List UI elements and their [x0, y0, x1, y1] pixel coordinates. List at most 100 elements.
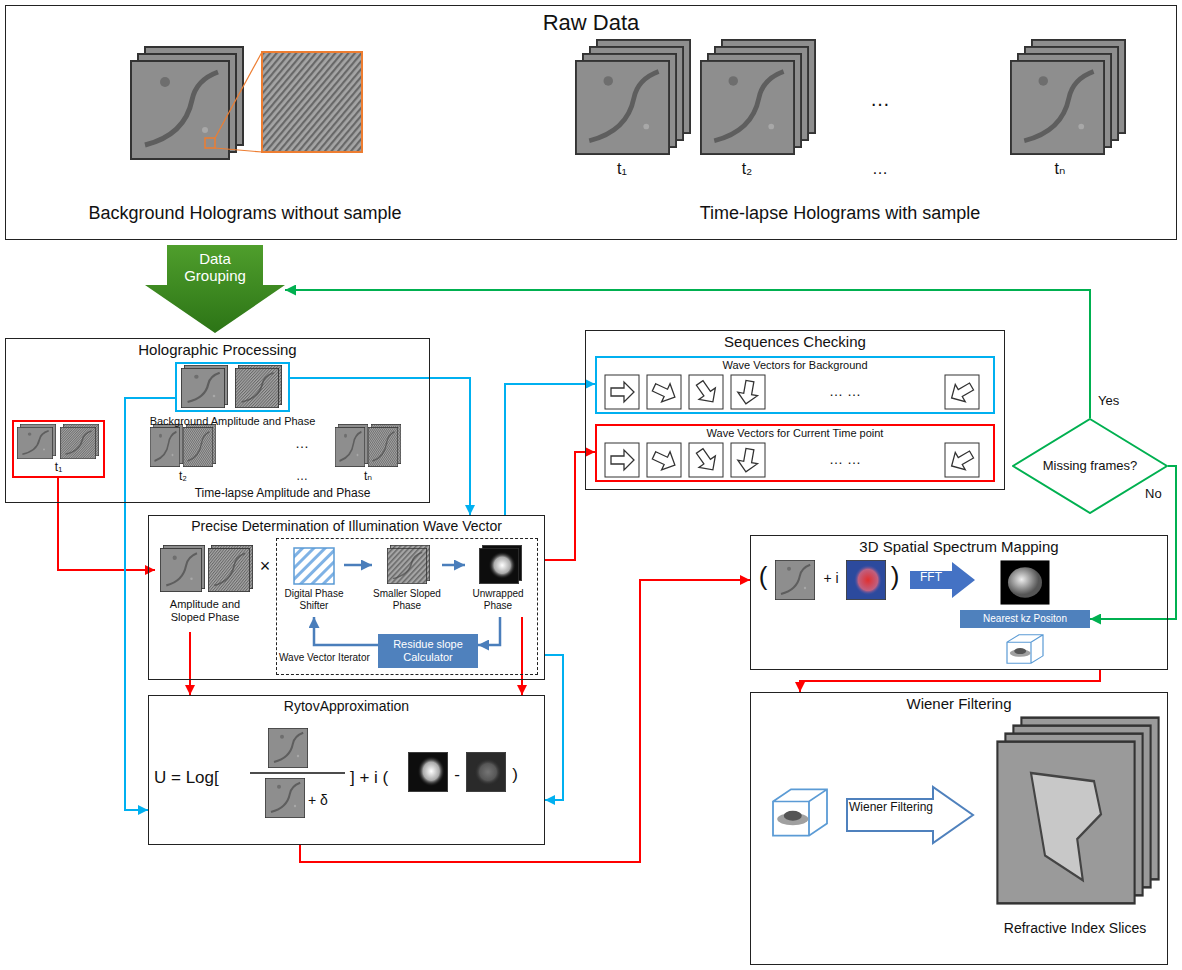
graphic-part — [408, 752, 447, 791]
node-text: Residue slope Calculator — [378, 638, 478, 663]
node-text: Background Amplitude and Phase — [130, 415, 335, 428]
graphic-part — [731, 443, 765, 477]
node-text: Precise Determination of Illumination Wa… — [150, 518, 543, 534]
node-text: Wiener Filtering — [847, 801, 935, 815]
graphic-part — [647, 375, 681, 409]
graphic-part — [215, 52, 262, 138]
label-text: tₙ — [348, 470, 388, 484]
graphic-part — [736, 447, 760, 473]
graphic-part — [262, 52, 362, 152]
graphic-part — [205, 138, 215, 148]
node-text: t₁ — [14, 461, 103, 475]
graphic-part — [611, 382, 634, 402]
graphic-part — [294, 548, 334, 584]
label-text: + i — [816, 570, 846, 586]
node-text: Digital Phase Shifter — [280, 588, 348, 611]
shape-outline — [845, 785, 975, 845]
connector — [442, 564, 465, 567]
node-text: FFT — [910, 571, 952, 585]
node-text: Wave Vector Iterator — [279, 652, 377, 664]
dashed-group: Wave Vector Iterator Digital Phase Shifte… — [276, 538, 538, 675]
graphic-part — [150, 427, 179, 466]
label-text: … — [282, 435, 322, 451]
graphic-part — [183, 427, 212, 466]
connector — [300, 580, 750, 862]
graphic-part — [731, 443, 765, 477]
edge-label: No — [1144, 487, 1170, 502]
node-text: Wave Vectors for Current Time point — [597, 427, 993, 440]
node-text: Time-lapse Holograms with sample — [645, 203, 1035, 224]
label-text: - — [450, 765, 464, 785]
graphic-part — [576, 61, 669, 154]
node-text: Sequences Checking — [585, 333, 1005, 350]
connector — [800, 670, 1100, 692]
graphic-part — [605, 443, 639, 477]
graphic-part — [846, 560, 885, 599]
label-text: … — [860, 88, 900, 111]
graphic-part — [235, 368, 278, 407]
graphic-part — [60, 427, 95, 458]
graphic-part — [650, 378, 679, 406]
graphic-part — [997, 742, 1134, 904]
node-text: Background Holograms without sample — [50, 203, 440, 224]
process-box: Residue slope Calculator — [378, 634, 478, 668]
graphic-part — [947, 446, 977, 475]
label-text: × — [256, 556, 274, 577]
graphic-part — [689, 443, 723, 477]
panel: 3D Spatial Spectrum MappingFFT Nearest kz… — [750, 535, 1168, 670]
graphic-part — [605, 375, 639, 409]
connector — [505, 384, 595, 515]
graphic-part — [605, 443, 639, 477]
graphic-part — [945, 375, 979, 409]
label-text: t₂ — [163, 470, 203, 484]
node-text: Refractive Index Slices — [985, 920, 1165, 936]
panel: Raw DataBackground Holograms without sam… — [5, 5, 1177, 240]
graphic-part — [605, 375, 639, 409]
graphic-part — [387, 548, 426, 583]
graphic-part — [466, 752, 505, 791]
label-text: t₁ — [602, 160, 642, 178]
image-group: Background Amplitude and Phase — [175, 362, 290, 412]
node-text: Smaller Sloped Phase — [366, 588, 448, 611]
graphic-part — [611, 450, 634, 470]
node-text: Amplitude and Sloped Phase — [152, 598, 258, 623]
label-text: ) — [508, 765, 522, 785]
block-arrow: Data Grouping — [145, 245, 285, 333]
graphic-part — [689, 443, 723, 477]
label-text: ) — [887, 562, 903, 592]
connector — [314, 617, 378, 645]
node-text: Nearest kz Positon — [980, 613, 1070, 625]
label-text: … … — [780, 383, 910, 399]
node-text: Wave Vectors for Background — [597, 359, 993, 372]
node-text: Unwrapped Phase — [460, 588, 536, 611]
label-text: … … — [780, 451, 910, 467]
graphic-part — [479, 548, 518, 583]
graphic-part — [691, 445, 721, 475]
connector — [344, 564, 372, 567]
graphic-part — [1011, 61, 1104, 154]
label-text: … — [860, 160, 900, 178]
shape-outline — [910, 562, 975, 598]
node-text: 3D Spatial Spectrum Mapping — [750, 538, 1168, 555]
image-group: t₁ — [12, 420, 105, 478]
graphic-part — [268, 728, 307, 767]
label-text: … — [282, 470, 322, 484]
connector — [545, 655, 563, 800]
graphic-part — [773, 789, 827, 835]
graphic-part — [647, 443, 681, 477]
graphic-part — [131, 61, 229, 159]
graphic-part — [160, 548, 201, 591]
block-arrow: FFT — [910, 562, 975, 598]
graphic-part — [647, 375, 681, 409]
graphic-part — [17, 427, 52, 458]
panel: Sequences CheckingWave Vectors for Backg… — [585, 330, 1005, 490]
arrow-body — [910, 562, 975, 598]
graphic-part — [691, 377, 721, 407]
block-arrow: Wiener Filtering — [845, 785, 975, 845]
node-text: Time-lapse Amplitude and Phase — [140, 487, 425, 501]
graphic-part — [689, 375, 723, 409]
connector — [545, 452, 595, 560]
graphic-part — [250, 772, 345, 774]
graphic-part — [1001, 560, 1050, 604]
